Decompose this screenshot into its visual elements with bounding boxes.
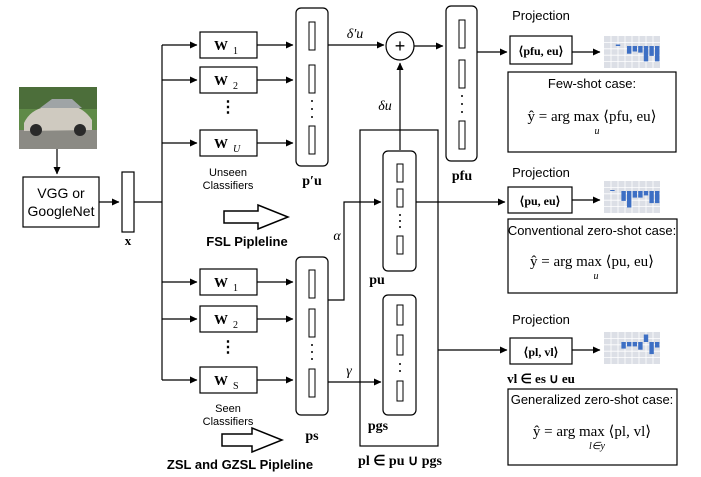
generalized-case-title: Generalized zero-shot case:	[511, 392, 674, 407]
generalized-case-formula: ŷ = arg max ⟨pl, vl⟩	[533, 424, 651, 440]
backbone-box	[22, 176, 100, 228]
histogram-generalized	[604, 332, 660, 364]
label-delta-u: δu	[378, 99, 392, 114]
seen-ws-label: W	[214, 374, 228, 389]
label-p-u-f: pfu	[452, 169, 472, 184]
histogram-bar	[649, 342, 654, 355]
histogram-bar	[643, 334, 649, 342]
unseen-ellipsis: ⋮	[220, 99, 236, 116]
unseen-classifier-w2: W 2	[199, 66, 258, 94]
histogram-bar	[621, 342, 626, 349]
generalized-zero-shot-case-box: Generalized zero-shot case: ŷ = arg max …	[507, 388, 678, 466]
histogram-bar	[615, 44, 621, 46]
few-shot-case-box: Few-shot case: ŷ = arg max ⟨pfu, eu⟩ u	[507, 71, 677, 153]
histogram-few-shot	[604, 36, 660, 68]
unseen-classifier-w1: W 1	[199, 31, 258, 59]
histogram-bar	[621, 191, 626, 201]
seen-caption-line1: Seen	[215, 403, 241, 415]
v-l-membership: vl ∈ es ∪ eu	[507, 371, 575, 386]
conventional-case-under: u	[594, 271, 599, 282]
unseen-w2-label: W	[214, 74, 228, 89]
zsl-pipeline-label: ZSL and GZSL Pipleline	[167, 457, 313, 472]
projection-label-1: Projection	[512, 8, 570, 23]
seen-ellipsis: ⋮	[220, 339, 236, 356]
conventional-case-formula: ŷ = arg max ⟨pu, eu⟩	[530, 254, 654, 270]
histogram-bar	[655, 191, 660, 204]
histogram-bar	[649, 191, 654, 204]
histogram-bar	[643, 46, 649, 62]
histogram-bar	[655, 342, 660, 348]
histogram-bar	[627, 191, 632, 208]
histogram-bar	[632, 46, 637, 52]
vector-p-u-prime	[295, 7, 329, 167]
zsl-hollow-arrow	[221, 426, 285, 454]
feature-vector-x	[121, 171, 135, 233]
unseen-wu-sub: U	[233, 144, 241, 155]
fsl-hollow-arrow	[223, 203, 291, 231]
label-alpha: α	[333, 229, 341, 244]
histogram-bar	[649, 46, 654, 56]
label-gamma: γ	[346, 364, 352, 379]
few-shot-case-title: Few-shot case:	[548, 76, 636, 91]
seen-w2-sub: 2	[233, 320, 238, 331]
seen-w2-label: W	[214, 313, 228, 328]
conventional-zero-shot-case-box: Conventional zero-shot case: ŷ = arg max…	[507, 218, 678, 294]
seen-w1-sub: 1	[233, 283, 238, 294]
label-p-u: pu	[369, 273, 385, 288]
seen-w1-label: W	[214, 276, 228, 291]
seen-classifier-w2: W 2	[199, 305, 258, 333]
unseen-w1-label: W	[214, 39, 228, 54]
histogram-bar	[632, 342, 637, 347]
histogram-bar	[655, 46, 660, 62]
input-car-image	[19, 87, 97, 149]
backbone-label-line1: VGG or	[37, 185, 85, 201]
conventional-case-title: Conventional zero-shot case:	[508, 223, 676, 238]
histogram-bar	[638, 191, 643, 198]
label-p-l-union: pl ∈ pu ∪ pgs	[358, 454, 442, 469]
unseen-caption-line1: Unseen	[209, 167, 247, 179]
vector-p-u-f	[445, 5, 478, 162]
histogram-bar	[643, 191, 649, 196]
histogram-bar	[638, 342, 643, 350]
union-container	[359, 129, 439, 447]
backbone-label-line2: GoogleNet	[28, 203, 95, 219]
projection-inner-2: ⟨pu, eu⟩	[520, 194, 561, 208]
unseen-caption-line2: Classifiers	[203, 180, 254, 192]
vector-p-s-g	[382, 294, 417, 416]
seen-caption-line2: Classifiers	[203, 416, 254, 428]
seen-ws-sub: S	[233, 381, 239, 392]
few-shot-case-formula: ŷ = arg max ⟨pfu, eu⟩	[527, 109, 656, 125]
unseen-wu-label: W	[214, 137, 228, 152]
label-p-u-prime: p′u	[302, 174, 322, 189]
histogram-zero-shot	[604, 181, 660, 213]
projection-label-2: Projection	[512, 165, 570, 180]
plus-symbol: +	[395, 36, 406, 56]
histogram-bar	[638, 46, 643, 53]
vector-p-s	[295, 256, 329, 416]
projection-inner-1: ⟨pfu, eu⟩	[519, 44, 564, 58]
histogram-bar	[610, 190, 615, 191]
projection-label-3: Projection	[512, 312, 570, 327]
generalized-case-under: l∈y	[589, 441, 605, 452]
projection-inner-3: ⟨pl, vl⟩	[524, 345, 559, 359]
unseen-classifier-wu: W U	[199, 129, 258, 157]
seen-classifier-ws: W S	[199, 366, 258, 394]
few-shot-case-under: u	[595, 126, 600, 137]
label-p-s: ps	[305, 429, 319, 444]
vector-p-u	[382, 150, 417, 272]
histogram-bar	[627, 342, 632, 347]
label-delta-prime-u: δ′u	[347, 27, 364, 42]
histogram-bar	[632, 191, 637, 198]
label-p-s-g: pgs	[368, 419, 389, 434]
seen-classifier-w1: W 1	[199, 268, 258, 296]
unseen-w1-sub: 1	[233, 46, 238, 57]
projection-box-1	[509, 35, 573, 65]
feature-label: x	[125, 233, 132, 248]
histogram-bar	[627, 46, 632, 54]
fsl-pipeline-label: FSL Pipleline	[206, 234, 287, 249]
projection-box-3	[509, 337, 573, 365]
unseen-w2-sub: 2	[233, 81, 238, 92]
